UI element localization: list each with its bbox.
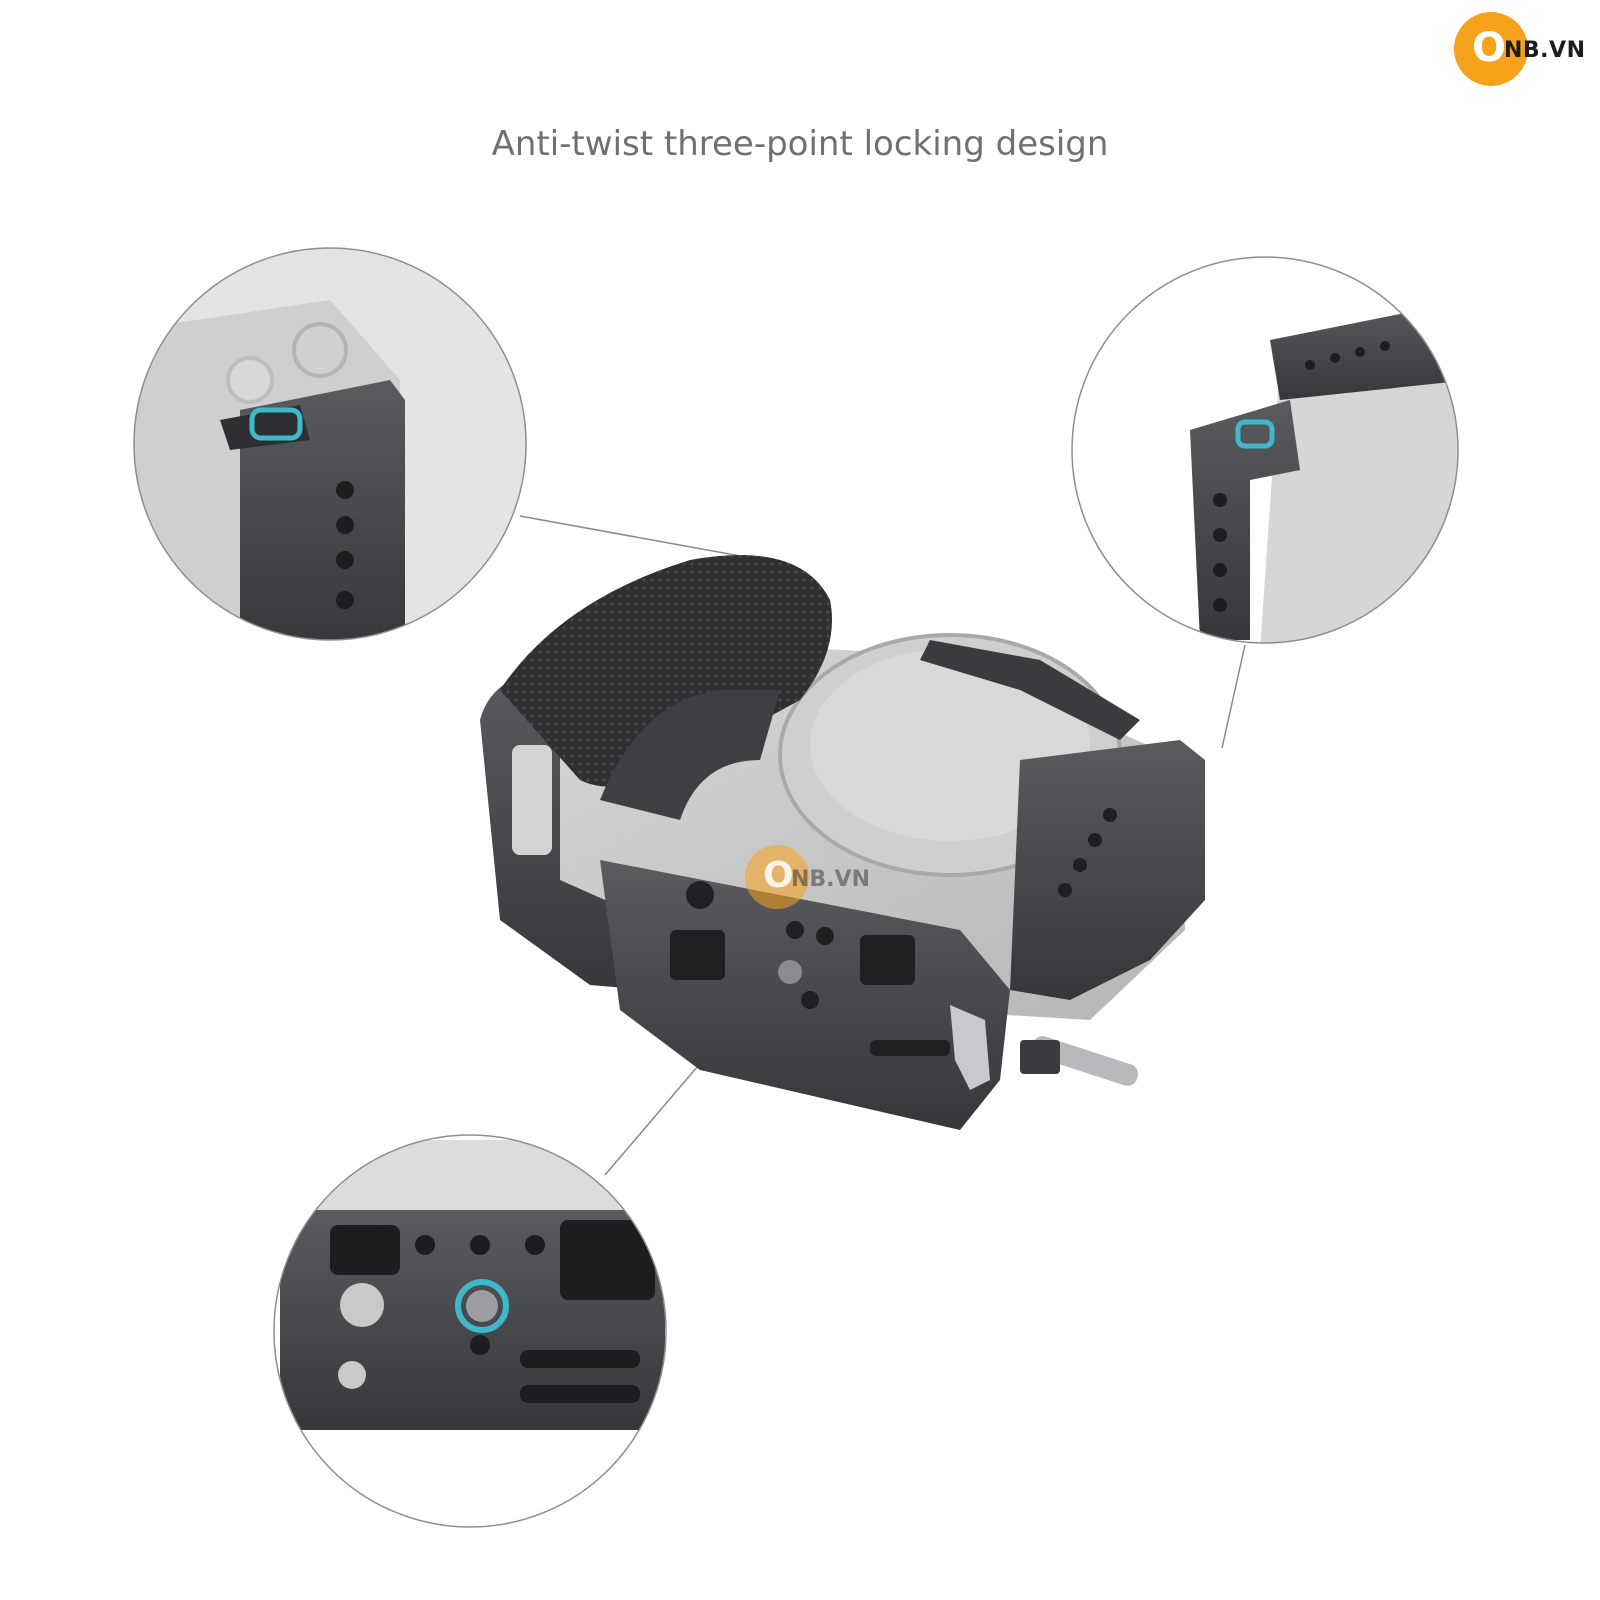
logo-text: NB.VN (1504, 38, 1586, 63)
watermark-circle (745, 845, 809, 909)
cage-right-side (1010, 740, 1205, 1000)
side-mounting-holes (1058, 808, 1117, 897)
watermark-text: NB.VN (791, 867, 870, 892)
highlight-lock-point-bottom (455, 1279, 509, 1333)
logo-letter: O (1472, 25, 1507, 71)
camera-cage (480, 555, 1205, 1130)
watermark-logo: O NB.VN (745, 845, 875, 925)
cage-top-strip (920, 640, 1140, 740)
brand-logo: O NB.VN (1442, 8, 1592, 88)
callout-line-right (1221, 644, 1246, 749)
detail-circle-top-left (133, 247, 527, 641)
headline: Anti-twist three-point locking design (491, 124, 1109, 164)
cage-left-window (512, 745, 552, 855)
highlight-lock-point-top-right (1235, 419, 1275, 449)
leather-grip (500, 555, 832, 787)
highlight-lock-point-top-left (249, 407, 303, 441)
watermark-letter: O (763, 855, 794, 896)
detail-circle-top-right (1071, 256, 1459, 644)
base-holes (670, 881, 950, 1056)
allen-wrench (950, 1005, 990, 1090)
rod-clamp (1020, 1036, 1139, 1086)
detail-circle-bottom (273, 1134, 667, 1528)
logo-circle (1454, 12, 1528, 86)
cage-grip-bar (600, 690, 780, 820)
